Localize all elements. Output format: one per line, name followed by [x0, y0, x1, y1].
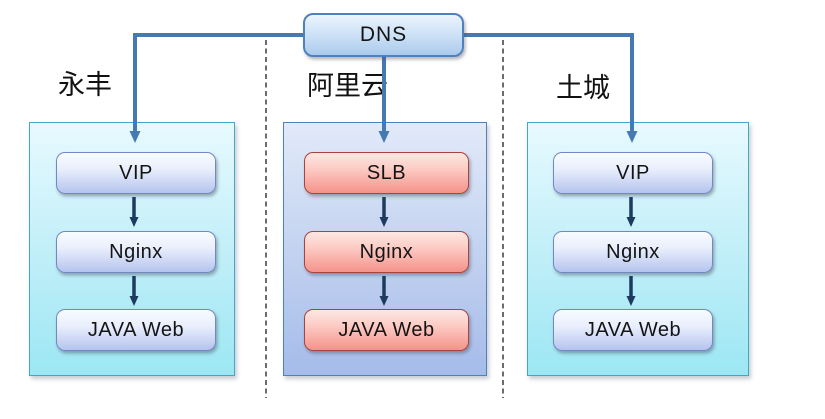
yongfeng-container: VIP Nginx JAVA Web	[29, 122, 235, 376]
dns-to-yongfeng-arrow	[129, 33, 303, 143]
tucheng-container: VIP Nginx JAVA Web	[527, 122, 749, 376]
region-label-tucheng: 土城	[556, 73, 610, 103]
aliyun-nginx-node: Nginx	[304, 231, 469, 273]
tucheng-vip-node: VIP	[553, 152, 713, 194]
aliyun-slb-node: SLB	[304, 152, 469, 194]
yongfeng-javaweb-node: JAVA Web	[56, 309, 216, 351]
yongfeng-nginx-node: Nginx	[56, 231, 216, 273]
yongfeng-vip-node: VIP	[56, 152, 216, 194]
dns-node: DNS	[303, 13, 464, 57]
region-label-yongfeng: 永丰	[58, 70, 112, 100]
tucheng-nginx-node: Nginx	[553, 231, 713, 273]
aliyun-javaweb-node: JAVA Web	[304, 309, 469, 351]
tucheng-javaweb-node: JAVA Web	[553, 309, 713, 351]
aliyun-container: SLB Nginx JAVA Web	[283, 122, 487, 376]
region-label-aliyun: 阿里云	[307, 71, 388, 101]
